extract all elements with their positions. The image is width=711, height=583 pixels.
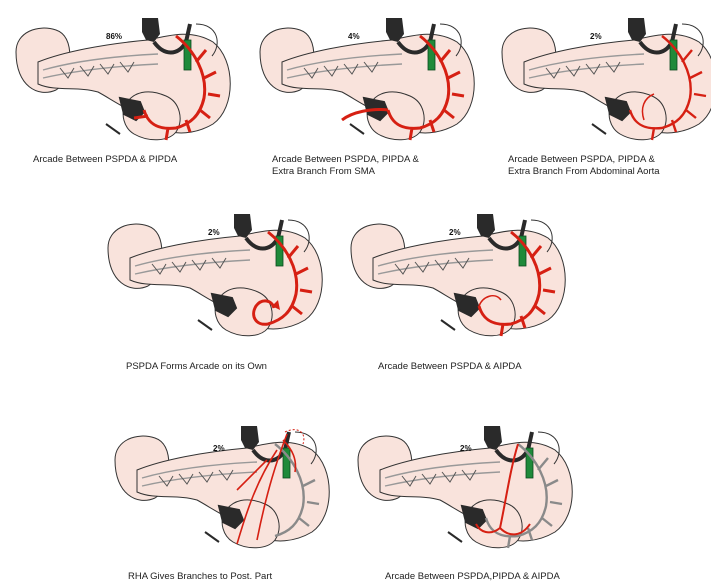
percentage-label: 2% [208, 228, 220, 237]
percentage-label: 86% [106, 32, 122, 41]
caption-line-1: Arcade Between PSPDA, PIPDA & [272, 154, 419, 166]
percentage-label: 2% [590, 32, 602, 41]
diagram-panel-5: 2% [343, 208, 563, 358]
diagram-panel-3: 2% [494, 12, 711, 162]
diagram-panel-6: 2% [107, 420, 327, 570]
pancreas-illustration [107, 420, 327, 570]
caption-line-1: PSPDA Forms Arcade on its Own [126, 361, 267, 373]
caption-line-1: RHA Gives Branches to Post. Part [128, 571, 272, 583]
diagram-panel-4: 2% [100, 208, 320, 358]
percentage-label: 2% [213, 444, 225, 453]
caption-line-2: Extra Branch From Abdominal Aorta [508, 166, 660, 178]
pancreas-illustration [350, 420, 570, 570]
caption-line-1: Arcade Between PSPDA & AIPDA [378, 361, 522, 373]
percentage-label: 2% [449, 228, 461, 237]
pancreas-illustration [494, 12, 711, 162]
caption-line-1: Arcade Between PSPDA & PIPDA [33, 154, 177, 166]
diagram-panel-2: 4% [252, 12, 472, 162]
percentage-label: 4% [348, 32, 360, 41]
caption-line-1: Arcade Between PSPDA,PIPDA & AIPDA [385, 571, 560, 583]
diagram-panel-1: 86% [8, 12, 228, 162]
diagram-panel-7: 2% [350, 420, 570, 570]
pancreas-illustration [252, 12, 472, 162]
caption-line-2: Extra Branch From SMA [272, 166, 375, 178]
percentage-label: 2% [460, 444, 472, 453]
caption-line-1: Arcade Between PSPDA, PIPDA & [508, 154, 655, 166]
